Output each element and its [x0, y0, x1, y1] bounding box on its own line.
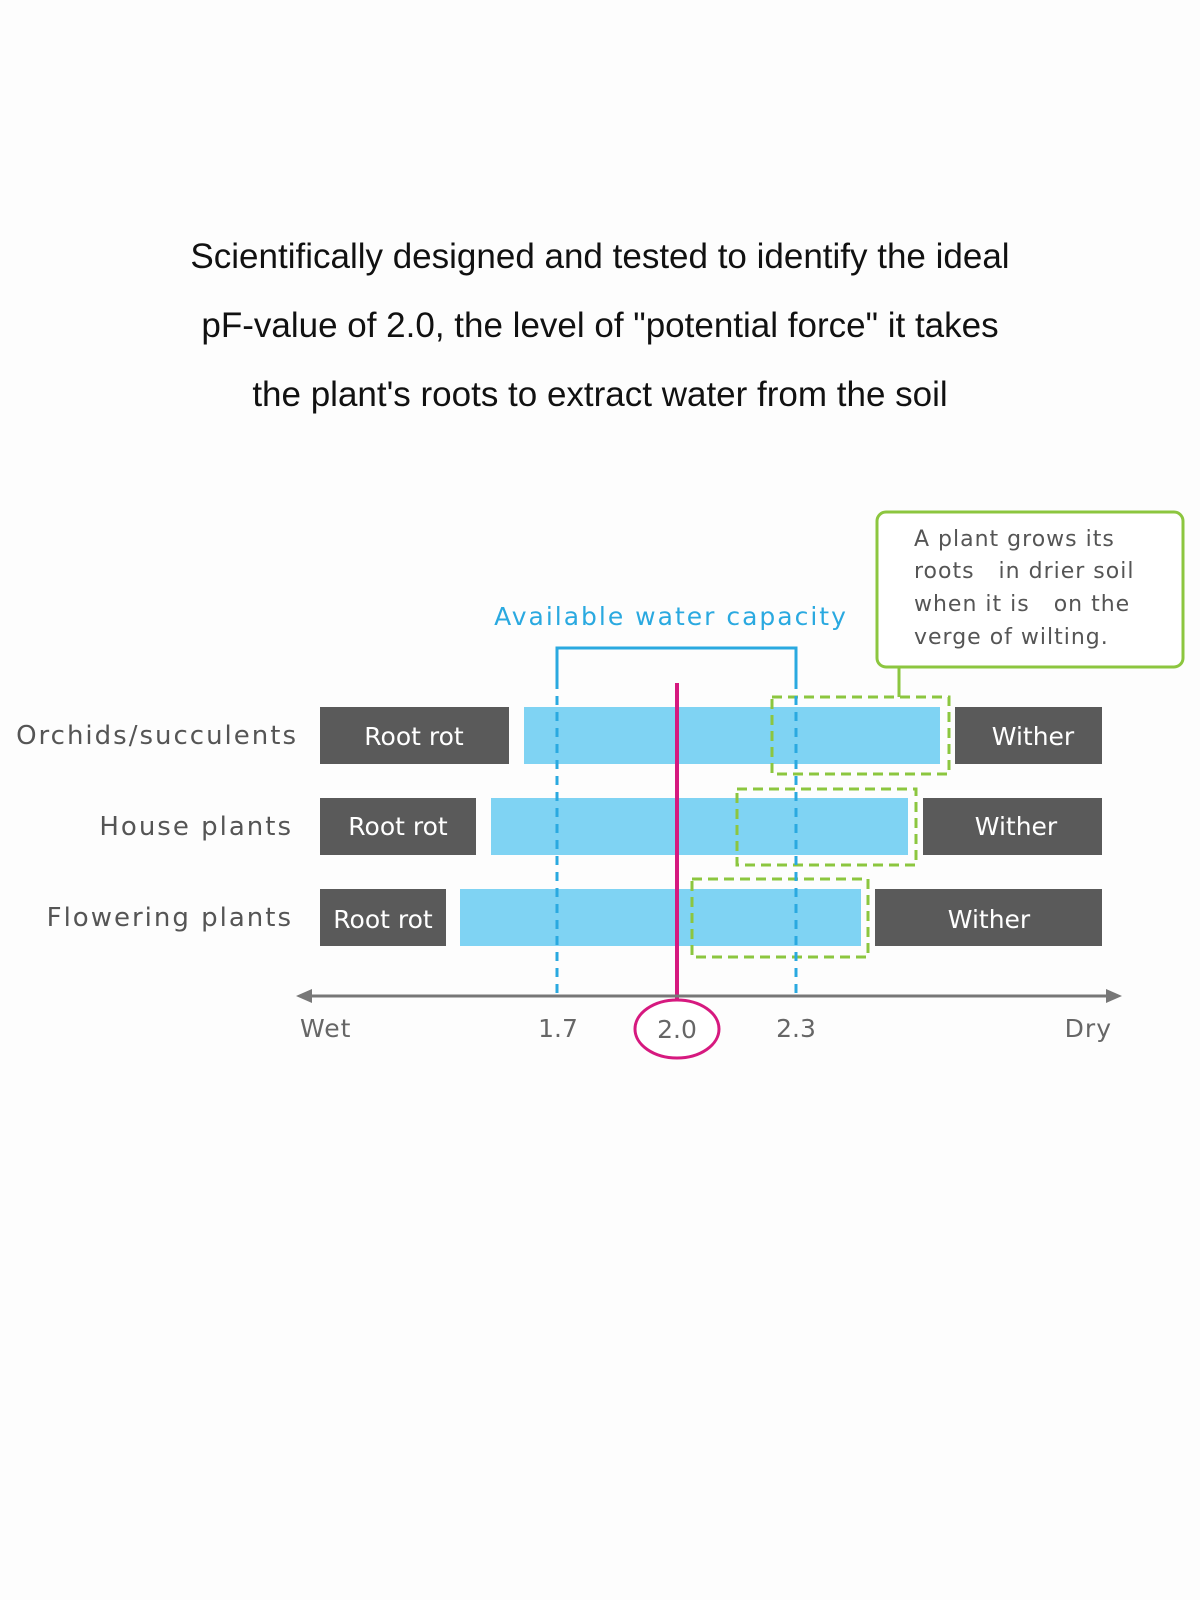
row-label-house-plants: House plants	[99, 812, 293, 842]
root-rot-block-flowering-plants	[320, 889, 446, 946]
axis-arrow-left-icon	[296, 989, 312, 1003]
axis-tick-label-1-7: 1.7	[538, 1014, 578, 1043]
axis-tick-label-2-0: 2.0	[657, 1015, 697, 1044]
drier-root-zone-house-plants	[735, 787, 918, 867]
ideal-value-highlight-circle	[633, 998, 721, 1060]
headline-line-1: Scientifically designed and tested to id…	[190, 237, 1010, 276]
root-rot-label-flowering-plants: Root rot	[333, 905, 433, 934]
wither-label-flowering-plants: Wither	[948, 905, 1031, 934]
capacity-label: Available water capacity	[494, 602, 848, 631]
wither-block-orchids	[955, 707, 1102, 764]
callout-line-3: when it is on the	[914, 592, 1130, 617]
capacity-bracket	[555, 646, 798, 680]
available-water-bar-house-plants	[491, 798, 908, 855]
callout-line-2: roots in drier soil	[914, 559, 1134, 584]
callout-box	[875, 510, 1185, 669]
wither-block-flowering-plants	[875, 889, 1102, 946]
wither-block-house-plants	[923, 798, 1102, 855]
callout-line-4: verge of wilting.	[914, 625, 1109, 650]
axis-label-dry: Dry	[1065, 1014, 1112, 1043]
available-water-bar-flowering-plants	[460, 889, 861, 946]
drier-root-zone-flowering-plants	[690, 877, 870, 959]
row-label-orchids: Orchids/succulents	[16, 721, 298, 751]
headline-line-2: pF-value of 2.0, the level of "potential…	[201, 306, 999, 345]
root-rot-block-orchids	[320, 707, 509, 764]
root-rot-label-orchids: Root rot	[364, 722, 464, 751]
callout-line-1: A plant grows its	[914, 527, 1115, 552]
headline: Scientifically designed and tested to id…	[0, 222, 1200, 429]
headline-line-3: the plant's roots to extract water from …	[252, 375, 948, 414]
drier-root-zone-orchids	[770, 695, 951, 776]
row-label-flowering-plants: Flowering plants	[47, 903, 293, 933]
axis-arrow-right-icon	[1106, 989, 1122, 1003]
wither-label-house-plants: Wither	[975, 812, 1058, 841]
axis-label-wet: Wet	[300, 1014, 351, 1043]
available-water-bar-orchids	[524, 707, 940, 764]
root-rot-label-house-plants: Root rot	[348, 812, 448, 841]
wither-label-orchids: Wither	[992, 722, 1075, 751]
axis-tick-label-2-3: 2.3	[776, 1014, 816, 1043]
root-rot-block-house-plants	[320, 798, 476, 855]
